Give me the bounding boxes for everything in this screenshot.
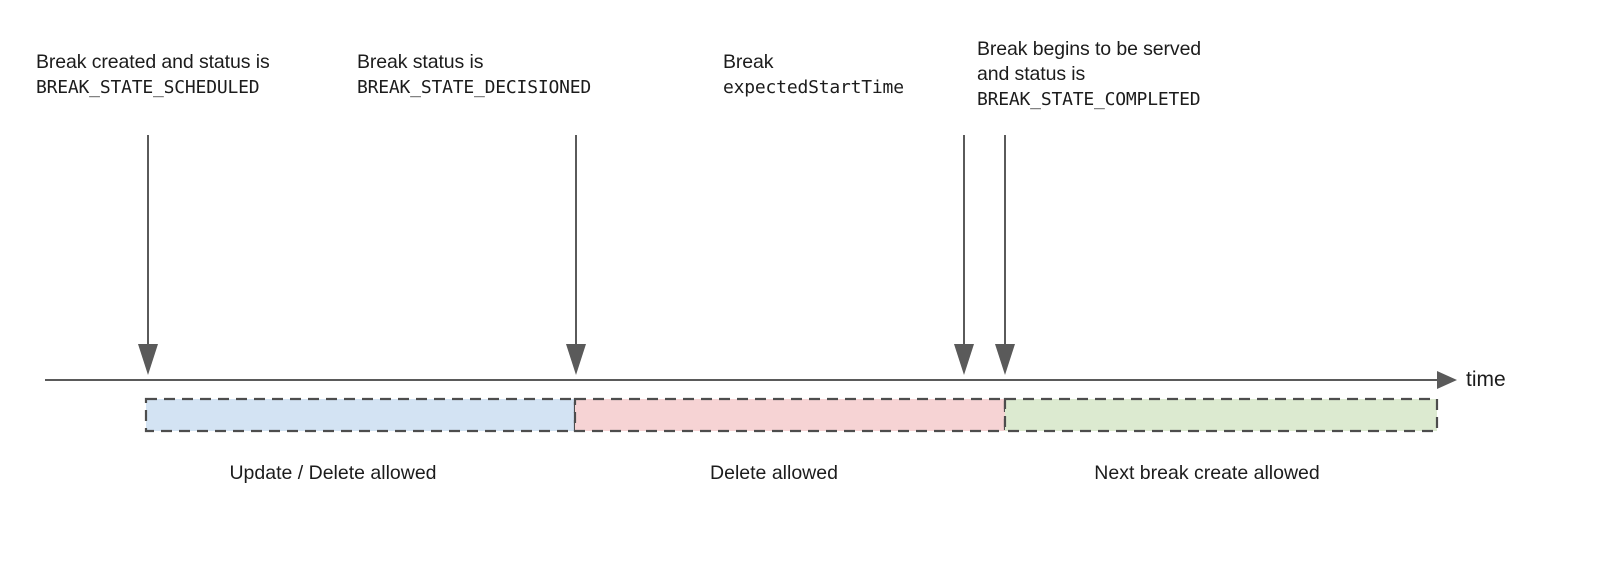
annotation-line: Break status is — [357, 51, 484, 73]
segment-bar-update-delete — [144, 397, 577, 433]
segment-caption-delete-only: Delete allowed — [710, 462, 838, 484]
annotation-line: and status is — [977, 63, 1086, 85]
time-axis-label: time — [1466, 368, 1506, 391]
segment-bar-next-break-create — [1003, 397, 1439, 433]
annotation-label-decisioned: Break status is BREAK_STATE_DECISIONED — [357, 50, 591, 100]
time-axis-arrow-right-icon — [1437, 371, 1457, 389]
marker-arrow-head-expected-start-time — [954, 344, 974, 375]
annotation-line: Break — [723, 51, 774, 73]
time-axis — [45, 371, 1457, 389]
annotation-line-code: BREAK_STATE_COMPLETED — [977, 89, 1201, 110]
annotation-line-code: BREAK_STATE_SCHEDULED — [36, 77, 260, 98]
marker-arrow-head-decisioned — [566, 344, 586, 375]
annotation-line: Break begins to be served — [977, 38, 1202, 60]
segment-caption-next-break-create: Next break create allowed — [1094, 462, 1320, 484]
marker-arrows — [138, 135, 1015, 375]
annotation-label-completed: Break begins to be served and status is … — [977, 37, 1201, 112]
annotation-label-expected-start-time: Break expectedStartTime — [723, 50, 904, 100]
annotation-line: Break created and status is — [36, 51, 270, 73]
segment-bar-delete-only — [573, 397, 1007, 433]
marker-arrow-head-scheduled — [138, 344, 158, 375]
annotation-line-code: BREAK_STATE_DECISIONED — [357, 77, 592, 98]
annotation-line-code: expectedStartTime — [723, 77, 904, 98]
segment-caption-update-delete: Update / Delete allowed — [229, 462, 437, 484]
segment-bars — [144, 397, 1439, 433]
annotation-label-scheduled: Break created and status is BREAK_STATE_… — [36, 50, 270, 100]
marker-arrow-head-completed — [995, 344, 1015, 375]
